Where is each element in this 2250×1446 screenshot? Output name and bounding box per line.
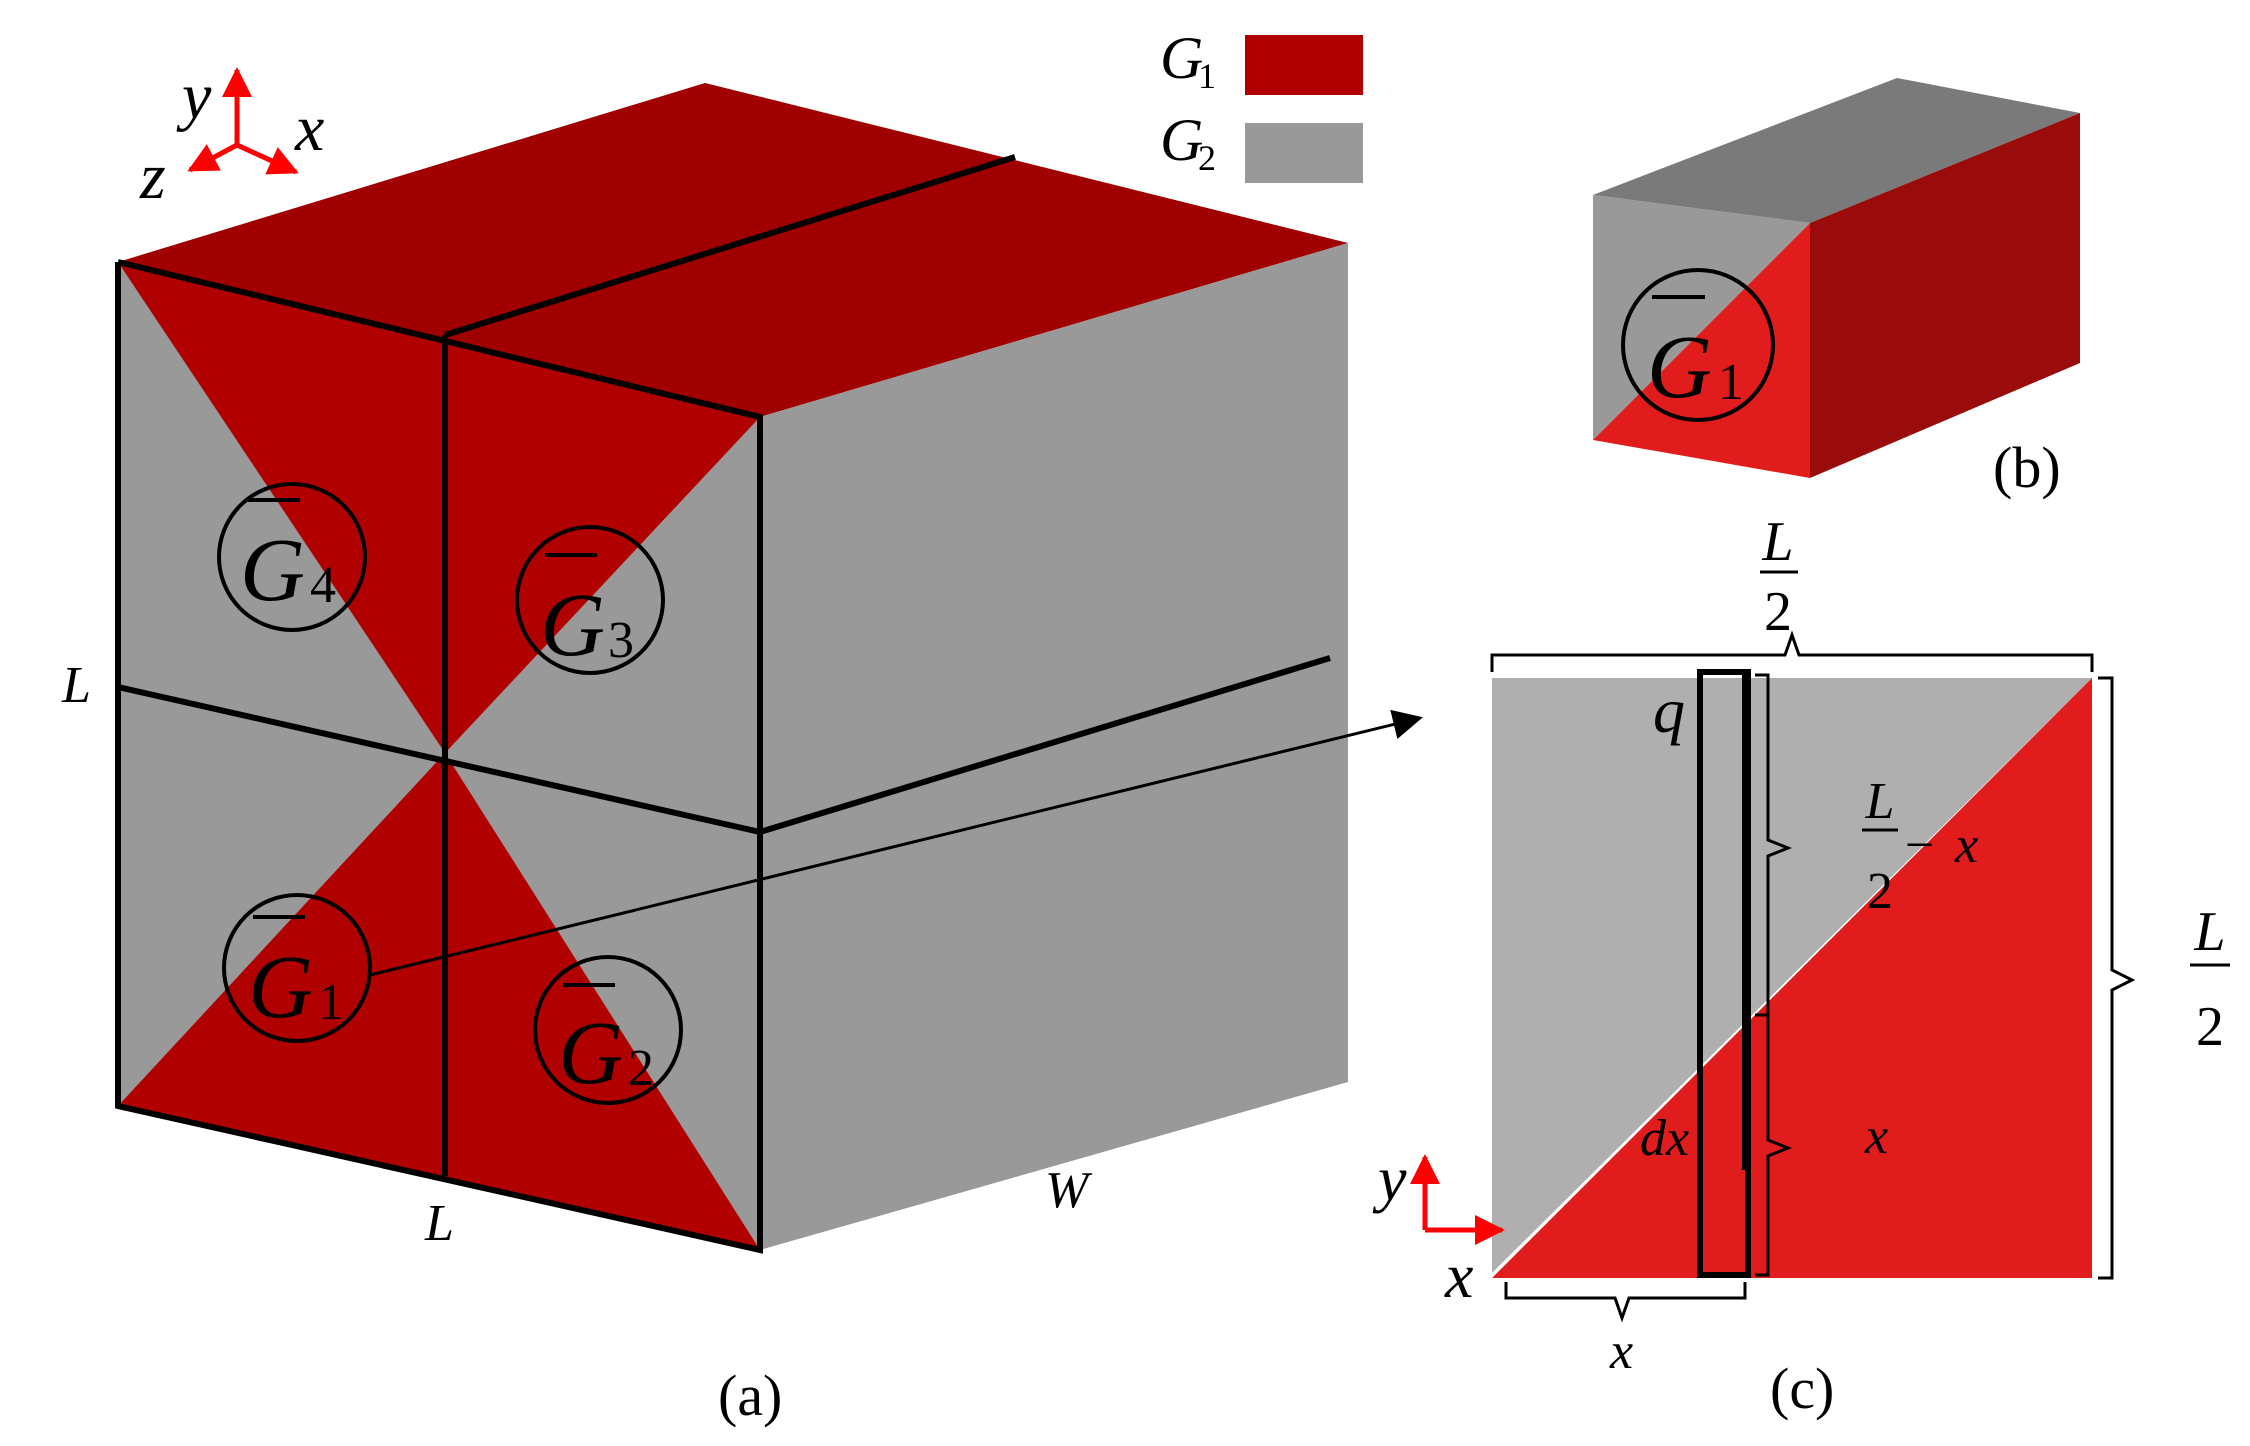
upper-seg-var: x: [1954, 817, 1978, 874]
axis-x-label: x: [294, 92, 324, 165]
prism-side-face: [1810, 113, 2080, 478]
lower-seg-brace: [1755, 1013, 1793, 1277]
square-red-half: [1492, 678, 2092, 1278]
strip-q-label: q: [1653, 675, 1685, 746]
legend-g2-swatch: [1245, 123, 1363, 183]
region-b-g1-sub: 1: [1718, 354, 1744, 411]
panel-a: G 4 G 3 G 1 G 2 L L W y: [61, 60, 1348, 1428]
panel-c: L 2 L 2 L 2 − x x x q dx y x (c): [1372, 511, 2230, 1421]
axis-triad-c: y x: [1372, 1143, 1505, 1311]
legend-g2-sym: G: [1160, 107, 1203, 173]
region-g3-sub: 3: [608, 612, 634, 669]
prism-front-red: [1593, 223, 1810, 478]
region-g2-sub: 2: [628, 1040, 654, 1097]
bottom-dim-label: x: [1609, 1323, 1633, 1380]
caption-b: (b): [1993, 435, 2061, 500]
region-g4: G 4: [217, 482, 367, 632]
front-red-upper: [118, 262, 760, 753]
front-red-lower: [118, 753, 760, 1250]
connector-arrow: [369, 709, 1423, 977]
upper-seg-den: 2: [1867, 863, 1893, 920]
top-dim-den: 2: [1764, 581, 1792, 643]
bottom-brace: [1504, 1282, 1747, 1323]
axis-c-x-label: x: [1444, 1240, 1473, 1311]
upper-seg-minus: −: [1905, 817, 1934, 874]
right-dim-den: 2: [2196, 996, 2224, 1058]
upper-seg-num: L: [1865, 773, 1895, 830]
prism-top-face: [1593, 78, 2080, 223]
right-brace: [2098, 676, 2136, 1280]
caption-c: (c): [1770, 1356, 1834, 1421]
legend: G 1 G 2: [1160, 25, 1363, 183]
region-g1: G 1: [222, 893, 372, 1043]
lower-seg-label: x: [1864, 1108, 1888, 1165]
axis-z-label: z: [139, 140, 166, 213]
region-g4-sub: 4: [310, 557, 336, 614]
top-brace: [1490, 630, 2094, 672]
right-dim-num: L: [2193, 901, 2225, 963]
square-gray-half: [1492, 678, 2092, 1273]
legend-g2-sub: 2: [1198, 138, 1216, 178]
dim-left-label: L: [61, 657, 91, 714]
region-g2-sym: G: [558, 1004, 623, 1103]
panel-b: G 1 (b): [1593, 78, 2080, 500]
region-g1-sym: G: [248, 938, 313, 1037]
cube-side-face: [760, 243, 1348, 1250]
legend-g1-swatch: [1245, 35, 1363, 95]
dim-bottom-label: L: [424, 1195, 454, 1252]
region-g3: G 3: [515, 525, 665, 675]
top-dim-num: L: [1761, 511, 1793, 573]
caption-a: (a): [718, 1363, 782, 1428]
region-b-g1-sym: G: [1647, 318, 1712, 417]
region-b-g1: G 1: [1621, 268, 1775, 422]
prism-front-gray: [1593, 195, 1810, 440]
dx-label: dx: [1640, 1110, 1689, 1167]
axis-y-label: y: [176, 60, 212, 133]
region-g1-sub: 1: [318, 974, 344, 1031]
region-g2: G 2: [533, 955, 683, 1105]
dim-depth-label: W: [1045, 1162, 1093, 1219]
cube-edges: [115, 154, 1331, 1254]
axis-triad-a: y x z: [139, 60, 324, 213]
legend-g1-sub: 1: [1198, 56, 1216, 96]
legend-g1-sym: G: [1160, 25, 1203, 91]
axis-c-y-label: y: [1372, 1143, 1407, 1214]
region-g4-sym: G: [240, 521, 305, 620]
region-g3-sym: G: [540, 576, 605, 675]
